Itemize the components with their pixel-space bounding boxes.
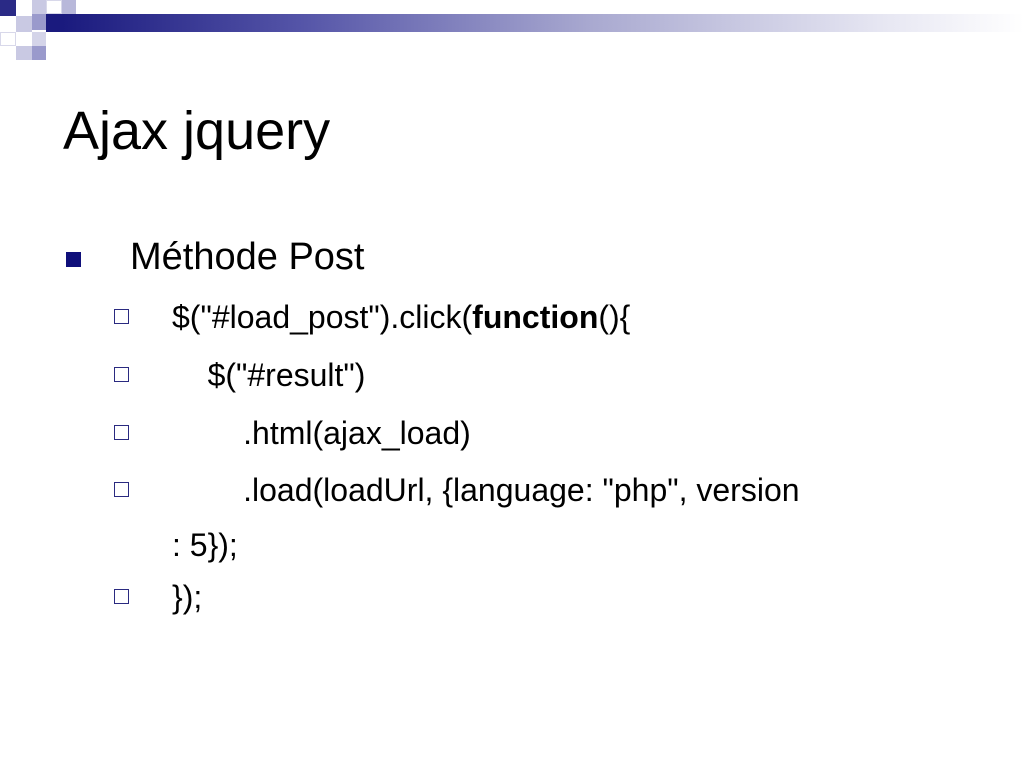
header-gradient-bar bbox=[62, 14, 1024, 32]
corner-decoration bbox=[0, 0, 1024, 62]
square-bullet-icon bbox=[66, 252, 81, 267]
code-text: }); bbox=[172, 579, 203, 615]
hollow-square-bullet-icon bbox=[114, 367, 129, 382]
code-text: .load(loadUrl, {language: "php", version bbox=[172, 472, 800, 508]
code-text: $("#load_post").click(function(){ bbox=[172, 299, 631, 335]
code-text-continuation: : 5}); bbox=[172, 527, 238, 563]
slide-title: Ajax jquery bbox=[63, 101, 331, 161]
hollow-square-bullet-icon bbox=[114, 425, 129, 440]
hollow-square-bullet-icon bbox=[114, 309, 129, 324]
hollow-square-bullet-icon bbox=[114, 482, 129, 497]
code-text: .html(ajax_load) bbox=[172, 415, 471, 451]
code-text: $("#result") bbox=[172, 357, 366, 393]
bullet-text: Méthode Post bbox=[130, 236, 365, 278]
hollow-square-bullet-icon bbox=[114, 589, 129, 604]
